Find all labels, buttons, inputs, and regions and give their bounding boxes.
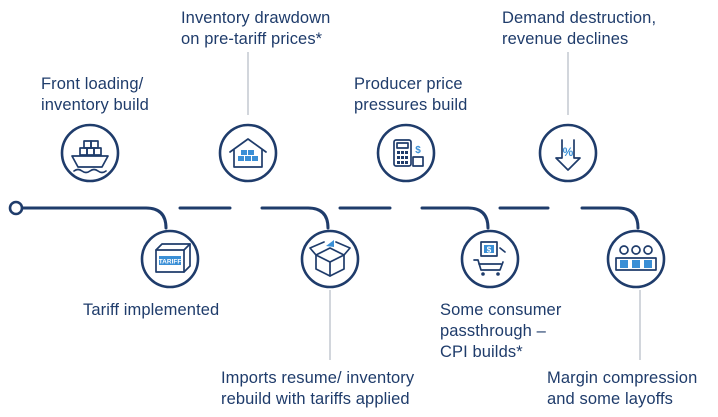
node-demand-destruction: % <box>538 123 598 183</box>
people-group-icon <box>615 245 657 271</box>
step-label-consumer-passthrough: Some consumer passthrough – CPI builds* <box>440 301 562 361</box>
step-label-front-loading: Front loading/ inventory build <box>41 75 149 114</box>
warehouse-icon <box>229 138 267 168</box>
timeline-path <box>20 206 640 230</box>
node-producer-price: $ <box>376 123 436 183</box>
tariff-box-icon: TARIFF <box>155 243 191 273</box>
step-label-producer-price: Producer price pressures build <box>354 75 468 114</box>
node-margin-compression <box>606 229 666 289</box>
step-label-inventory-drawdown: Inventory drawdown on pre-tariff prices* <box>181 9 331 48</box>
cargo-ship-icon <box>71 140 109 174</box>
open-box-icon <box>309 240 351 277</box>
step-label-margin-compression: Margin compression and some layoffs <box>547 369 698 408</box>
step-label-demand-destruction: Demand destruction, revenue declines <box>502 9 657 48</box>
step-label-imports-resume: Imports resume/ inventory rebuild with t… <box>221 369 415 408</box>
node-consumer-passthrough: $ <box>460 229 520 289</box>
svg-text:TARIFF: TARIFF <box>159 259 182 266</box>
timeline-start-dot <box>8 200 24 216</box>
node-inventory-drawdown <box>218 123 278 183</box>
percent-down-arrow-icon: % <box>555 139 581 171</box>
step-label-tariff-implemented: Tariff implemented <box>83 301 220 319</box>
svg-text:$: $ <box>415 145 421 156</box>
svg-text:$: $ <box>487 246 492 255</box>
calculator-icon: $ <box>393 139 424 167</box>
node-imports-resume <box>300 229 360 289</box>
shopping-cart-icon: $ <box>473 241 506 276</box>
node-front-loading <box>60 123 120 183</box>
svg-text:%: % <box>563 145 574 159</box>
node-tariff-implemented: TARIFF <box>140 229 200 289</box>
